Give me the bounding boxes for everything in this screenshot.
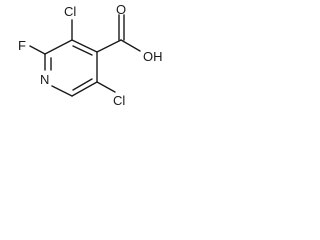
ring-bond-c5-c6 xyxy=(71,81,98,97)
atom-label-nitrogen: N xyxy=(40,72,49,87)
chemical-structure-diagram: Cl F N Cl O OH xyxy=(18,2,163,108)
bond-c4-carboxyl-carbon xyxy=(96,39,122,53)
ring-bond-c3-c4 xyxy=(71,39,98,53)
atom-label-carbonyl-oxygen: O xyxy=(116,2,126,17)
bond-c5-cl xyxy=(96,81,116,93)
atom-label-cl-top: Cl xyxy=(64,4,76,19)
ring-double-bond-c3-c4 xyxy=(72,45,93,56)
bond-carboxyl-hydroxyl xyxy=(120,39,141,52)
bond-c2-f xyxy=(29,45,46,55)
atom-label-cl-bottom: Cl xyxy=(113,93,125,108)
ring-double-bond-c5-c6 xyxy=(72,78,93,91)
atom-label-hydroxyl: OH xyxy=(143,49,163,64)
ring-bond-c2-c3 xyxy=(44,39,73,55)
atom-label-fluorine: F xyxy=(18,38,26,53)
ring-bond-c6-n1 xyxy=(51,85,73,97)
